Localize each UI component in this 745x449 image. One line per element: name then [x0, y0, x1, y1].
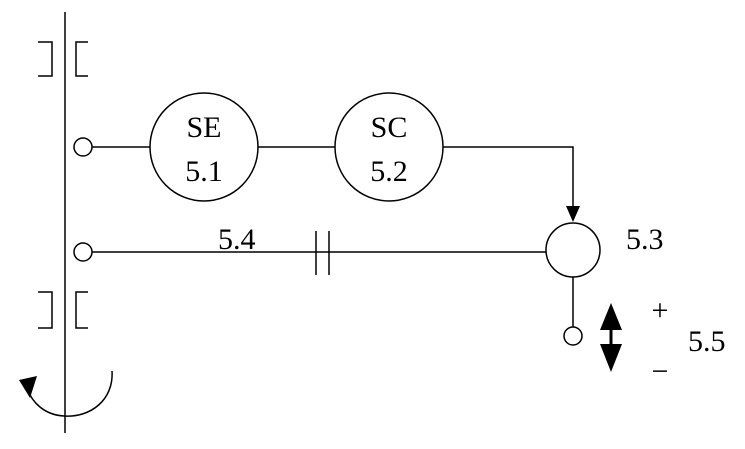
lower-bearing-icon	[38, 291, 88, 329]
minus-sign: −	[652, 355, 669, 388]
rotation-arrow-icon	[19, 370, 113, 417]
plus-sign: +	[652, 294, 669, 327]
sc-block-number: 5.2	[370, 155, 408, 188]
output-node	[563, 326, 583, 346]
adjustment-double-arrow-icon	[600, 303, 622, 372]
adjustment-label: 5.5	[688, 325, 726, 358]
upper-bearing-icon	[38, 41, 88, 77]
se-block: SE 5.1	[149, 92, 259, 202]
upper-pickoff-node	[73, 137, 93, 157]
summing-junction	[545, 222, 601, 278]
sc-block: SC 5.2	[334, 92, 444, 202]
lower-line-label: 5.4	[218, 223, 256, 256]
lower-pickoff-node	[73, 242, 93, 262]
summing-junction-label: 5.3	[626, 223, 664, 256]
signal-line	[443, 146, 574, 208]
sc-block-name: SC	[371, 111, 408, 144]
break-symbol-icon	[315, 231, 330, 275]
junction-arrowhead-icon	[566, 206, 580, 222]
se-block-number: 5.1	[185, 155, 223, 188]
se-block-name: SE	[186, 111, 221, 144]
